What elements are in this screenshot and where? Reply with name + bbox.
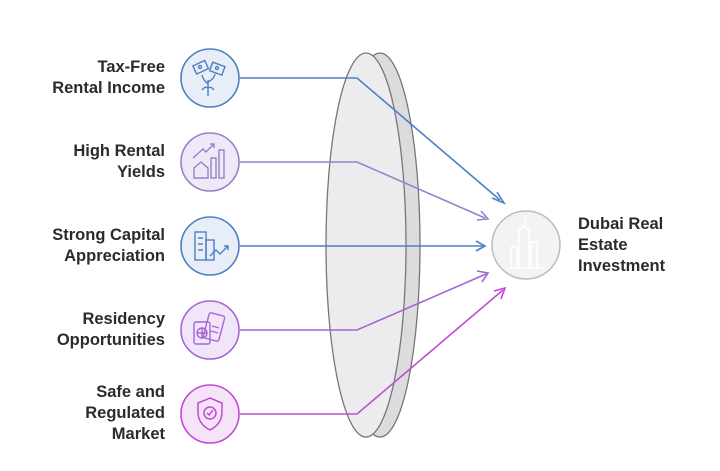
factor-label-line: High Rental (73, 142, 165, 160)
factor-label-line: Regulated (85, 404, 165, 422)
connector-tax-free (240, 77, 507, 205)
factor-label-line: Residency (82, 310, 165, 328)
factor-icons (180, 48, 240, 444)
lens (325, 52, 421, 438)
factor-label-line: Safe and (96, 383, 165, 401)
connector-safe-market (240, 286, 507, 415)
factor-label-safe-market: Safe and Regulated Market (5, 382, 165, 445)
city-skyline-icon (491, 210, 561, 280)
factor-label-residency: Residency Opportunities (5, 309, 165, 351)
target-label-line: Investment (578, 257, 666, 275)
factor-label-line: Rental Income (52, 79, 165, 97)
factor-label-tax-free: Tax-Free Rental Income (5, 57, 165, 99)
factor-label-line: Appreciation (64, 247, 165, 265)
factor-label-line: Opportunities (56, 331, 165, 349)
target-label-line: Estate (578, 236, 628, 254)
factor-label-line: Tax-Free (97, 58, 165, 76)
shield-check-icon (180, 384, 240, 444)
factor-label-line: Market (111, 425, 165, 443)
target-label: Dubai Real Estate Investment (578, 214, 718, 277)
target-label-line: Dubai Real (578, 215, 664, 233)
connector-residency (240, 270, 490, 331)
factor-label-line: Strong Capital (52, 226, 165, 244)
factor-label-line: Yields (117, 163, 165, 181)
connector-capital-appreciation (240, 240, 487, 252)
money-tree-icon (180, 48, 240, 108)
connectors (240, 77, 507, 415)
buildings-growth-icon (180, 216, 240, 276)
lens-front (325, 52, 407, 438)
house-rising-chart-icon (180, 132, 240, 192)
factor-label-capital-appreciation: Strong Capital Appreciation (5, 225, 165, 267)
factor-label-high-yields: High Rental Yields (5, 141, 165, 183)
passport-ticket-icon (180, 300, 240, 360)
connector-high-yields (240, 161, 490, 221)
